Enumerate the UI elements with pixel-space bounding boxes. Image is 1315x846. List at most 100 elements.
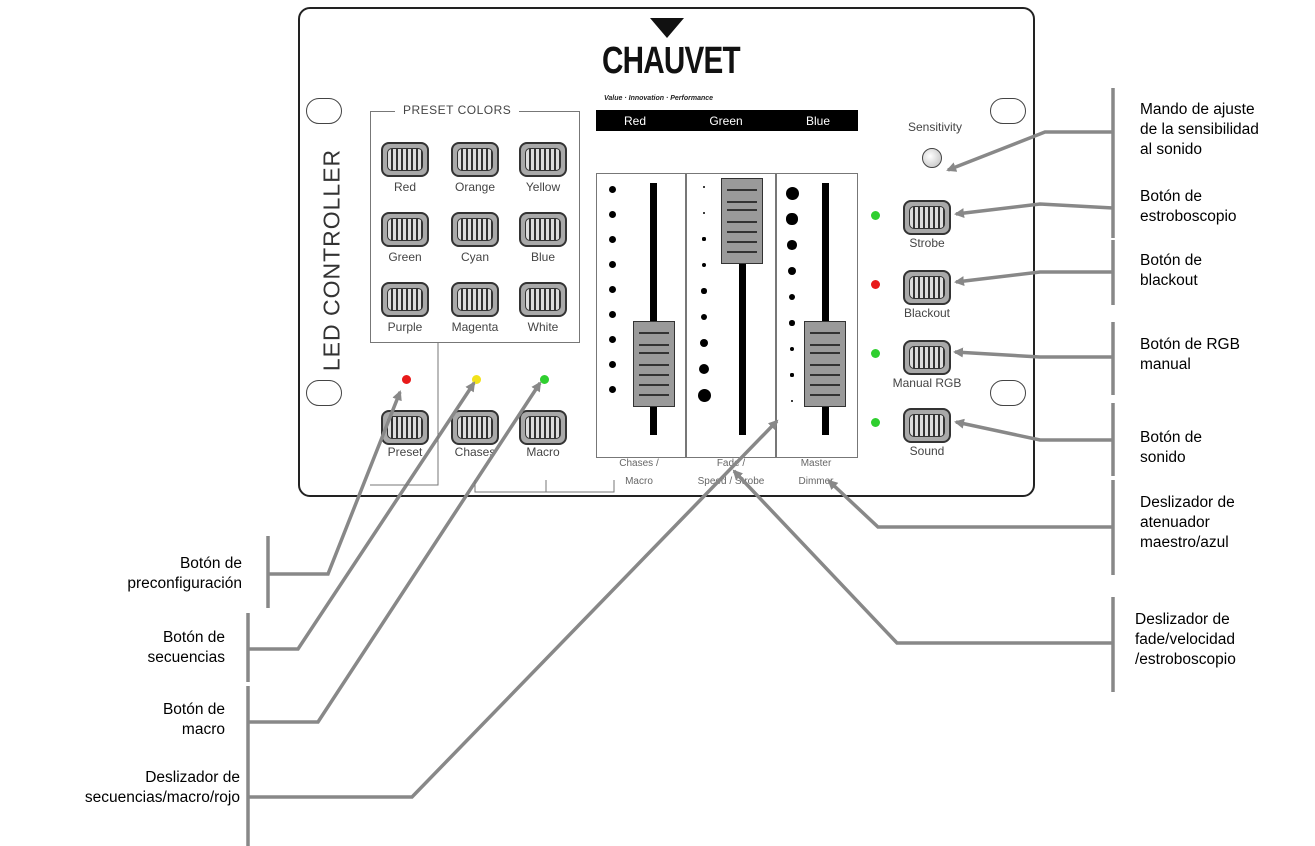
chases-macro-red-fader[interactable] xyxy=(633,321,675,408)
fader-label-speed-line2: Speed / Strobe xyxy=(697,476,765,487)
annotation-master-dimmer: Deslizador de atenuador maestro/azul xyxy=(1140,494,1235,551)
scale-dot xyxy=(702,237,706,241)
sensitivity-knob[interactable] xyxy=(922,148,942,168)
scale-dot xyxy=(700,313,708,321)
preset-button-green[interactable] xyxy=(381,212,429,247)
preset-label-orange: Orange xyxy=(454,180,496,194)
macro-mode-button[interactable] xyxy=(519,410,567,445)
mounting-hole xyxy=(306,380,342,406)
callout-red-fader xyxy=(248,419,779,799)
scale-dot xyxy=(608,360,616,368)
rgb-header-green: Green xyxy=(709,113,743,128)
fader-frame-speed xyxy=(686,173,776,458)
scale-dot xyxy=(789,320,795,326)
fader-track-speed xyxy=(739,183,746,435)
callout-macro xyxy=(248,381,542,724)
logo-triangle-icon xyxy=(650,18,684,38)
preset-button-orange[interactable] xyxy=(451,142,499,177)
scale-dot xyxy=(785,186,799,200)
logo-tagline: Value · Innovation · Performance xyxy=(604,95,714,102)
scale-dot xyxy=(790,373,794,377)
manual-rgb-button[interactable] xyxy=(903,340,951,375)
scale-dot xyxy=(697,388,711,402)
fader-label-master: Master Dimmer xyxy=(761,455,871,491)
preset-button-magenta[interactable] xyxy=(451,282,499,317)
callout-master xyxy=(827,479,1113,529)
scale-dot xyxy=(698,363,710,375)
strobe-button[interactable] xyxy=(903,200,951,235)
scale-dot xyxy=(608,385,616,393)
scale-dot xyxy=(788,267,796,275)
callout-manual-rgb xyxy=(953,347,1113,359)
scale-dot xyxy=(608,210,616,218)
preset-mode-label: Preset xyxy=(387,445,423,459)
preset-button-cyan[interactable] xyxy=(451,212,499,247)
sound-label: Sound xyxy=(909,444,945,458)
rgb-header-blue: Blue xyxy=(805,113,830,128)
rgb-header-red: Red xyxy=(624,113,647,128)
chases-led xyxy=(472,375,481,384)
logo-wordmark: CHAUVET xyxy=(602,40,741,82)
annotation-fade-speed: Deslizador de fade/velocidad /estrobosco… xyxy=(1135,611,1236,668)
scale-dot xyxy=(608,260,616,268)
preset-label-cyan: Cyan xyxy=(460,250,489,264)
fader-label-master-line1: Master xyxy=(800,458,832,469)
annotation-strobe: Botón de estroboscopio xyxy=(1140,188,1237,225)
fader-label-speed-line1: Fade / xyxy=(716,458,746,469)
preset-label-white: White xyxy=(527,320,559,334)
callout-sound xyxy=(954,418,1113,442)
scale-dot xyxy=(790,399,794,403)
scale-dot xyxy=(608,310,616,318)
macro-mode-label: Macro xyxy=(526,445,560,459)
chases-mode-label: Chases xyxy=(454,445,496,459)
preset-label-yellow: Yellow xyxy=(525,180,561,194)
scale-dot xyxy=(702,263,706,267)
scale-dot xyxy=(786,213,798,225)
preset-button-red[interactable] xyxy=(381,142,429,177)
manual-rgb-led xyxy=(871,349,880,358)
callout-preset xyxy=(268,390,402,576)
chauvet-logo: CHAUVET Value · Innovation · Performance xyxy=(592,18,742,108)
fader-track-master xyxy=(822,183,829,435)
sound-button[interactable] xyxy=(903,408,951,443)
fader-label-chases: Chases / Macro xyxy=(584,455,694,491)
fader-track-chases xyxy=(650,183,657,435)
fade-speed-strobe-fader[interactable] xyxy=(721,177,763,264)
scale-dot xyxy=(701,288,707,294)
scale-dot xyxy=(787,240,797,250)
mounting-hole xyxy=(990,98,1026,124)
callout-speed xyxy=(732,469,1113,645)
annotation-macro: Botón de macro xyxy=(162,701,225,738)
strobe-led xyxy=(871,211,880,220)
rgb-header-bar: Red Green Blue xyxy=(596,110,858,131)
fader-label-chases-line1: Chases / xyxy=(619,458,659,469)
callout-sensitivity xyxy=(946,130,1113,172)
scale-dot xyxy=(608,335,616,343)
mounting-hole xyxy=(306,98,342,124)
blackout-led xyxy=(871,280,880,289)
blackout-label: Blackout xyxy=(903,306,951,320)
scale-dot xyxy=(608,185,616,193)
sensitivity-label: Sensitivity xyxy=(907,120,963,134)
scale-dot xyxy=(788,293,796,301)
scale-dot xyxy=(703,186,705,188)
master-dimmer-blue-fader[interactable] xyxy=(804,321,846,408)
fader-label-speed: Fade / Speed / Strobe xyxy=(676,455,786,491)
preset-button-yellow[interactable] xyxy=(519,142,567,177)
preset-button-blue[interactable] xyxy=(519,212,567,247)
annotation-chases: Botón de secuencias xyxy=(147,629,225,666)
fader-label-master-line2: Dimmer xyxy=(798,476,834,487)
blackout-button[interactable] xyxy=(903,270,951,305)
preset-label-red: Red xyxy=(393,180,416,194)
annotation-sensitivity: Mando de ajuste de la sensibilidad al so… xyxy=(1140,101,1259,158)
callout-blackout xyxy=(954,270,1113,287)
chases-mode-button[interactable] xyxy=(451,410,499,445)
mounting-hole xyxy=(990,380,1026,406)
preset-colors-title: PRESET COLORS xyxy=(395,103,520,117)
preset-button-purple[interactable] xyxy=(381,282,429,317)
preset-button-white[interactable] xyxy=(519,282,567,317)
preset-label-green: Green xyxy=(388,250,422,264)
strobe-label: Strobe xyxy=(909,236,945,250)
